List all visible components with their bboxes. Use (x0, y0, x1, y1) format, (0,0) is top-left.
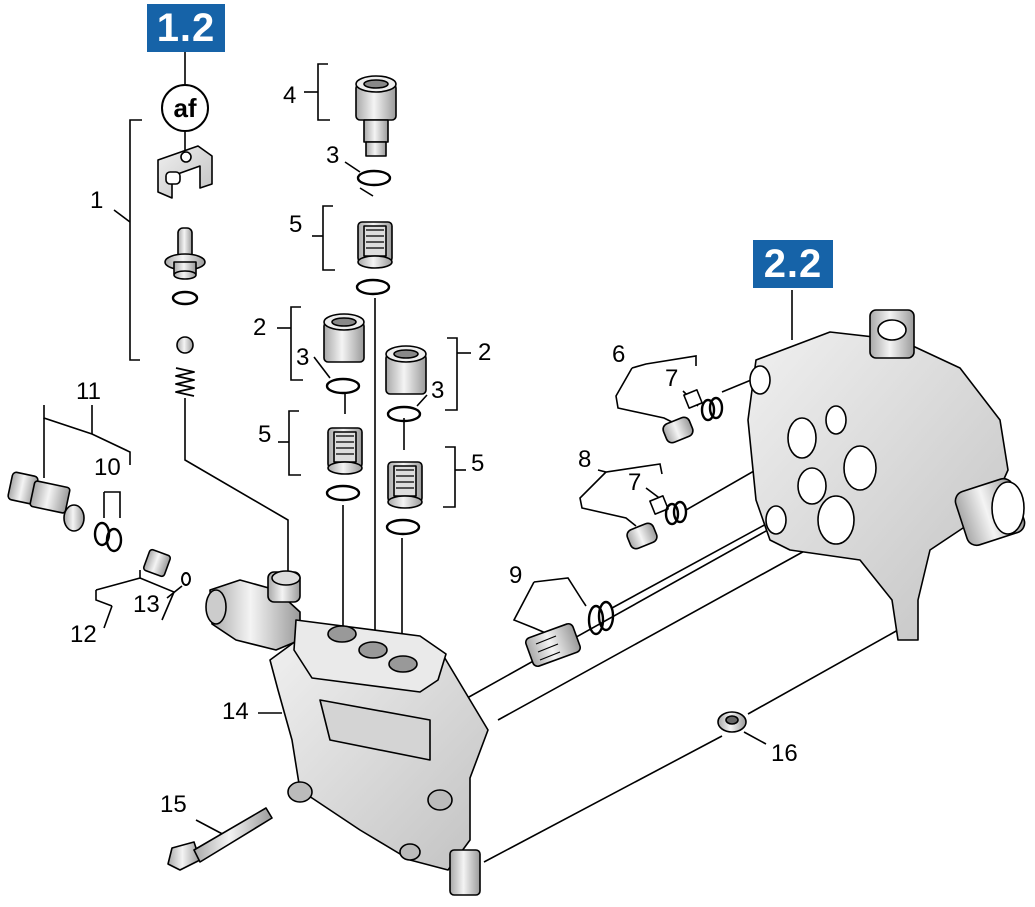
part-valve-cap (385, 345, 427, 395)
part-unloader-valve (524, 622, 582, 668)
callout-6: 6 (612, 341, 626, 368)
part-o-ring (708, 396, 724, 420)
part-o-ring (587, 604, 605, 636)
part-o-ring (672, 500, 688, 524)
leader-bracket (533, 577, 587, 607)
part-ball (176, 336, 194, 354)
part-plug (626, 522, 658, 550)
part-plug (662, 416, 694, 444)
part-bracket-clip (157, 145, 213, 199)
callout-12: 12 (70, 621, 97, 648)
section-badge-lower: 2.2 (753, 240, 833, 288)
part-o-ring (356, 169, 392, 187)
leader-bracket (631, 355, 697, 369)
part-o-ring (355, 278, 391, 296)
callout-5: 5 (258, 421, 272, 448)
callout-3: 3 (296, 344, 310, 371)
section-badge-upper: 1.2 (147, 4, 225, 52)
callout-3: 3 (431, 377, 445, 404)
marker-label: af (173, 93, 196, 123)
part-seal (649, 495, 669, 515)
callout-2: 2 (478, 339, 492, 366)
leader-bracket (597, 463, 663, 475)
callout-4: 4 (283, 82, 297, 109)
part-o-ring (181, 572, 191, 586)
part-pump-housing (747, 309, 1026, 641)
part-o-ring (171, 290, 199, 306)
part-o-ring (385, 518, 421, 536)
callout-5: 5 (289, 211, 303, 238)
part-o-ring (700, 398, 716, 422)
callout-7: 7 (665, 365, 679, 392)
part-o-ring (325, 377, 361, 395)
leader-bracket (288, 410, 301, 476)
leader-line (184, 398, 289, 580)
part-plug (142, 548, 172, 578)
callout-13: 13 (133, 591, 160, 618)
part-inlet-nipple (164, 227, 206, 280)
callout-14: 14 (222, 698, 249, 725)
part-coupling (7, 471, 85, 532)
part-pump-head (205, 570, 489, 896)
leader-bracket (104, 491, 121, 518)
leader-bracket (317, 63, 330, 121)
leader-bracket (95, 570, 141, 591)
part-o-ring (597, 600, 615, 632)
part-o-ring (325, 484, 361, 502)
leader-bracket (322, 205, 335, 271)
leader-bracket (290, 306, 303, 381)
leader-bracket (129, 119, 142, 361)
marker-circle (161, 84, 209, 132)
callout-8: 8 (578, 446, 592, 473)
part-bolt (167, 807, 273, 871)
callout-1: 1 (90, 187, 104, 214)
callout-11: 11 (76, 378, 101, 405)
callout-10: 10 (94, 454, 121, 481)
part-seal (683, 389, 703, 409)
part-valve-cap (323, 313, 365, 363)
callout-2: 2 (253, 314, 267, 341)
callout-7: 7 (628, 469, 642, 496)
part-spring (175, 367, 195, 397)
callout-15: 15 (160, 791, 187, 818)
part-valve-cap (355, 75, 397, 157)
part-o-ring (386, 405, 422, 423)
callout-16: 16 (771, 740, 798, 767)
callout-9: 9 (509, 562, 523, 589)
part-o-ring (105, 527, 123, 553)
leader-bracket (443, 446, 456, 508)
part-check-valve (327, 427, 363, 475)
part-o-ring (664, 502, 680, 526)
callout-5: 5 (471, 450, 485, 477)
part-check-valve (387, 461, 423, 509)
leader-bracket (445, 337, 458, 411)
callout-3: 3 (326, 142, 340, 169)
part-check-valve (357, 221, 393, 269)
